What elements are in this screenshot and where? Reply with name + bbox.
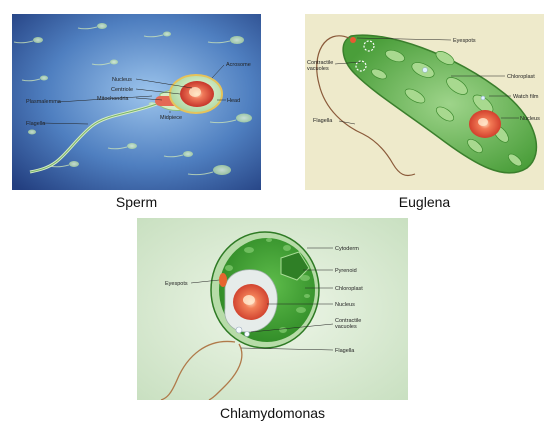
euglena-eyespot <box>350 37 356 43</box>
label-euglena-nucleus: Nucleus <box>520 116 540 122</box>
chlamy-contractile-vacuole-2 <box>245 332 250 337</box>
label-nucleus: Nucleus <box>112 77 132 83</box>
label-acrosome: Acrosome <box>226 62 251 68</box>
label-head: Head <box>227 98 240 104</box>
label-contractile-2: vacuoles <box>307 66 329 72</box>
caption-sperm: Sperm <box>12 194 261 210</box>
chlamydomonas-diagram: Cytoderm Eyespots Pyrenoid Chloroplast N… <box>137 218 408 400</box>
label-chlamy-nucleus: Nucleus <box>335 302 355 308</box>
label-chlamy-chloroplast: Chloroplast <box>335 286 363 292</box>
chlamy-contractile-vacuole-1 <box>236 327 242 333</box>
label-chlamy-eyespots: Eyespots <box>165 281 188 287</box>
chlamydomonas-panel: Cytoderm Eyespots Pyrenoid Chloroplast N… <box>137 218 408 400</box>
sperm-diagram: Acrosome Nucleus Centriole Mitochondria … <box>12 14 261 190</box>
label-euglena-flagella: Flagella <box>313 118 333 124</box>
sperm-panel: Acrosome Nucleus Centriole Mitochondria … <box>12 14 261 190</box>
euglena-diagram: Eyespots Contractile vacuoles Chloroplas… <box>305 14 544 190</box>
label-midpiece: Midpiece <box>160 115 182 121</box>
chlamy-eyespot <box>219 273 227 287</box>
label-eyespots: Eyespots <box>453 38 476 44</box>
label-chlamy-contractile-2: vacuoles <box>335 324 357 330</box>
label-flagella: Flagella <box>26 121 46 127</box>
label-watch-film: Watch film <box>513 94 539 100</box>
label-pyrenoid: Pyrenoid <box>335 268 357 274</box>
caption-euglena: Euglena <box>305 194 544 210</box>
label-plasmalemma: Plasmalemma <box>26 99 62 105</box>
caption-chlamydomonas: Chlamydomonas <box>137 405 408 421</box>
euglena-panel: Eyespots Contractile vacuoles Chloroplas… <box>305 14 544 190</box>
label-centriole: Centriole <box>111 87 133 93</box>
label-cytoderm: Cytoderm <box>335 246 359 252</box>
label-chloroplast: Chloroplast <box>507 74 535 80</box>
label-chlamy-flagella: Flagella <box>335 348 355 354</box>
